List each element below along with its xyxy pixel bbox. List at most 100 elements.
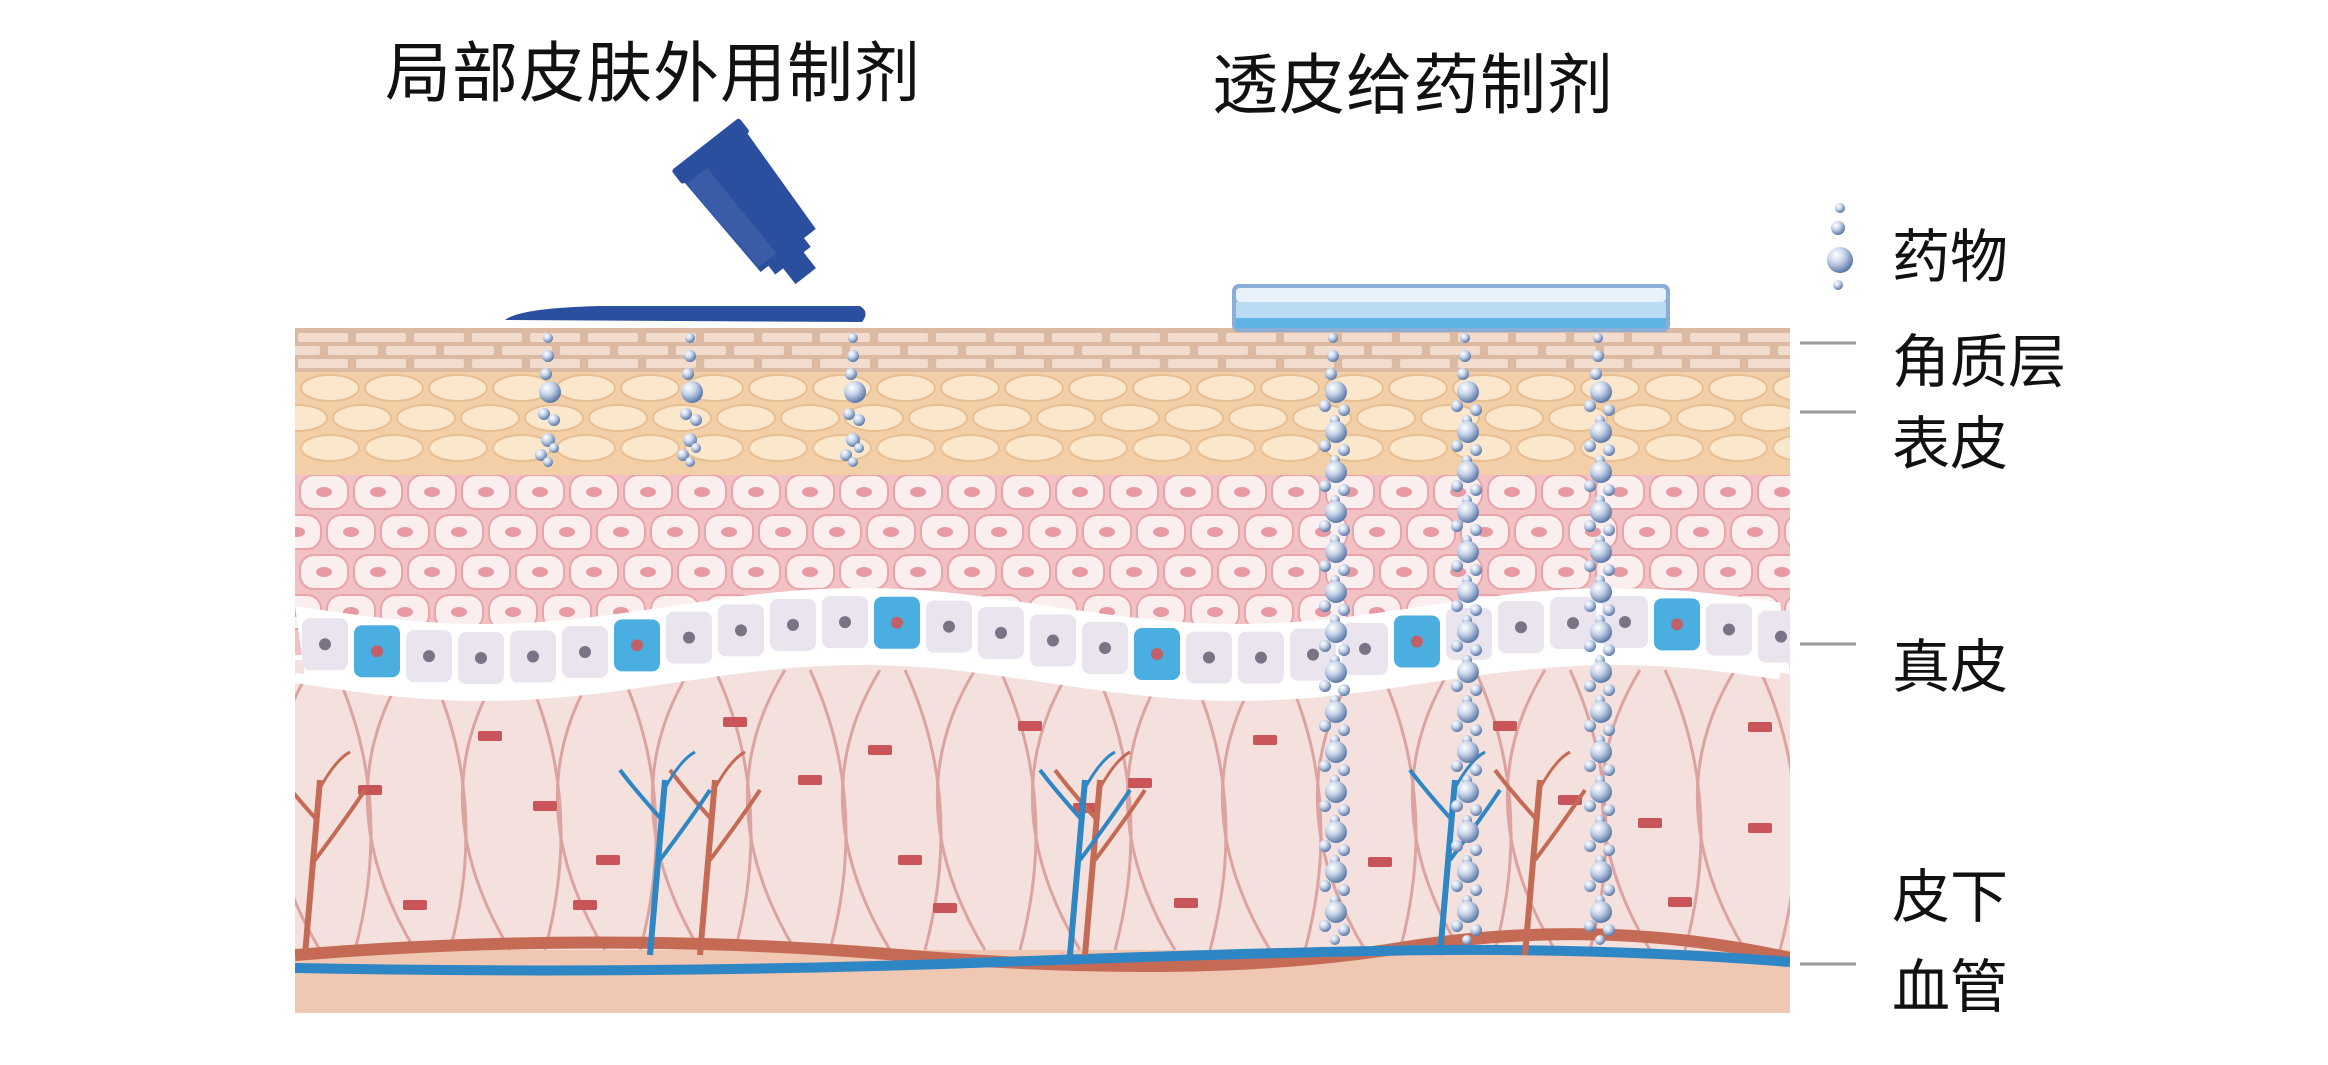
cell-nucleus bbox=[1801, 527, 1817, 537]
drug-particle bbox=[1457, 621, 1479, 643]
drug-particle bbox=[1590, 381, 1612, 403]
granular-cell bbox=[1132, 374, 1192, 402]
drug-particle bbox=[1325, 861, 1347, 883]
cell-nucleus bbox=[1774, 567, 1790, 577]
fiber-node bbox=[1174, 898, 1198, 908]
cell-nucleus bbox=[748, 567, 764, 577]
collagen-fiber bbox=[1093, 669, 1133, 951]
drug-particle bbox=[1827, 247, 1853, 273]
drug-particle bbox=[845, 368, 857, 380]
drug-particle bbox=[1590, 861, 1612, 883]
granular-cell bbox=[1644, 434, 1704, 462]
vessel-branch bbox=[1067, 779, 1088, 956]
collagen-fiber bbox=[1663, 669, 1703, 951]
corneum-brick bbox=[414, 359, 464, 368]
cell-nucleus bbox=[1207, 607, 1223, 617]
spinous-cell bbox=[1784, 517, 1790, 547]
cell-nucleus bbox=[505, 607, 521, 617]
drug-particle bbox=[1603, 804, 1615, 816]
cell-nucleus bbox=[910, 487, 926, 497]
epidermis-label: 表皮 bbox=[1892, 410, 2009, 478]
drug-particle bbox=[847, 350, 859, 362]
cell-nucleus bbox=[478, 487, 494, 497]
collagen-fiber bbox=[618, 669, 658, 951]
cell-nucleus bbox=[1126, 487, 1142, 497]
cell-nucleus bbox=[721, 527, 737, 537]
drug-particle bbox=[1457, 368, 1469, 380]
cell-nucleus bbox=[1234, 567, 1250, 577]
cell-nucleus bbox=[1504, 487, 1520, 497]
drug-particle bbox=[677, 449, 689, 461]
drug-particle bbox=[1319, 840, 1331, 852]
drug-particle bbox=[1590, 741, 1612, 763]
cell-nucleus bbox=[1774, 487, 1790, 497]
corneum-brick bbox=[704, 333, 754, 342]
drug-particle bbox=[1470, 524, 1482, 536]
vein bbox=[295, 944, 1790, 976]
granular-cell bbox=[300, 434, 360, 462]
basal-nucleus bbox=[1307, 648, 1319, 661]
collagen-fiber bbox=[523, 669, 563, 951]
cell-nucleus bbox=[1666, 487, 1682, 497]
granular-cell bbox=[1484, 404, 1544, 432]
cell-nucleus bbox=[532, 487, 548, 497]
cell-nucleus bbox=[802, 567, 818, 577]
drug-particle bbox=[1592, 350, 1604, 362]
granular-cell bbox=[1740, 404, 1790, 432]
cell-nucleus bbox=[1261, 527, 1277, 537]
collagen-fiber bbox=[935, 669, 987, 951]
cell-nucleus bbox=[478, 567, 494, 577]
drug-particle bbox=[1833, 280, 1843, 290]
drug-particle bbox=[1325, 741, 1347, 763]
drug-particle bbox=[535, 449, 547, 461]
fiber-node bbox=[1368, 857, 1392, 867]
corneum-brick bbox=[908, 346, 958, 355]
collagen-fiber bbox=[240, 670, 276, 950]
cell-nucleus bbox=[1612, 487, 1628, 497]
drug-particle bbox=[1457, 461, 1479, 483]
drug-particle bbox=[1338, 724, 1350, 736]
corneum-brick bbox=[1690, 359, 1740, 368]
corneum-brick bbox=[560, 346, 610, 355]
drug-particle bbox=[1603, 644, 1615, 656]
corneum-brick bbox=[1632, 359, 1682, 368]
basal-nucleus bbox=[1775, 630, 1787, 643]
granular-cell bbox=[1036, 404, 1096, 432]
drug-particle bbox=[1338, 484, 1350, 496]
corneum-brick bbox=[878, 333, 928, 342]
cell-nucleus bbox=[1234, 487, 1250, 497]
fiber-nodes bbox=[358, 717, 1772, 913]
drug-particle bbox=[1603, 924, 1615, 936]
fiber-node bbox=[403, 900, 427, 910]
corneum-brick bbox=[1516, 359, 1566, 368]
drug-particle bbox=[1590, 621, 1612, 643]
vessel-branch bbox=[1537, 750, 1571, 791]
granular-cell bbox=[1388, 434, 1448, 462]
drug-particle bbox=[1325, 821, 1347, 843]
granular-cell bbox=[1676, 404, 1736, 432]
drug-particle bbox=[1603, 604, 1615, 616]
cell-nucleus bbox=[1531, 527, 1547, 537]
drug-particle bbox=[1451, 400, 1463, 412]
drug-particle bbox=[1470, 804, 1482, 816]
vessel-branch bbox=[708, 788, 762, 862]
fiber-node bbox=[933, 903, 957, 913]
granular-cell bbox=[1708, 374, 1768, 402]
drug-particle bbox=[1325, 701, 1347, 723]
drug-particle bbox=[1590, 701, 1612, 723]
collagen-fiber bbox=[1695, 669, 1747, 951]
granular-cell bbox=[364, 374, 424, 402]
drug-particle bbox=[1470, 884, 1482, 896]
basal-nucleus bbox=[1411, 635, 1423, 648]
drug-particle bbox=[1470, 724, 1482, 736]
corneum-brick bbox=[1226, 359, 1276, 368]
granular-cell bbox=[1132, 434, 1192, 462]
vessel-branch bbox=[295, 791, 319, 822]
drug-particle bbox=[846, 433, 860, 447]
drug-particle bbox=[1593, 333, 1603, 343]
granular-cell bbox=[1068, 434, 1128, 462]
corneum-brick bbox=[1052, 359, 1102, 368]
drug-particle bbox=[1319, 800, 1331, 812]
collagen-fiber bbox=[460, 669, 512, 951]
drug-particle bbox=[1584, 680, 1596, 692]
